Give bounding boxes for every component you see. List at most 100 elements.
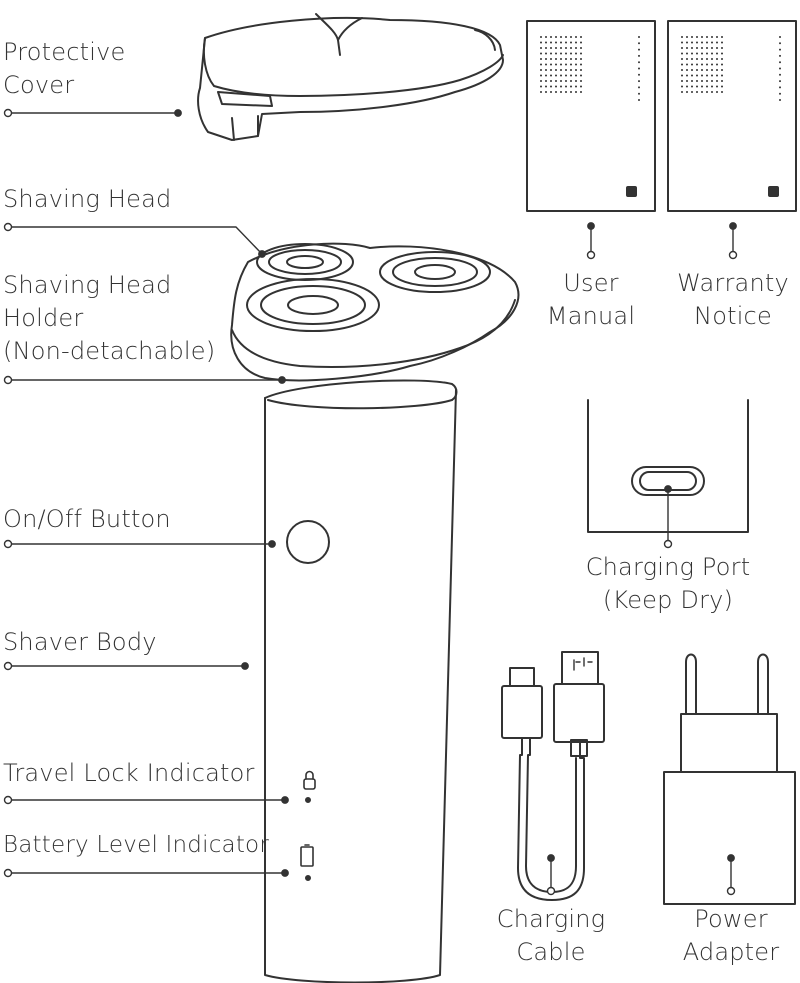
booklet-dot [570, 80, 572, 82]
label-line: Travel Lock Indicator [3, 759, 255, 787]
booklet-dot [570, 69, 572, 71]
booklet-dot [721, 85, 723, 88]
booklet-dot [540, 80, 542, 82]
booklet-dot [555, 85, 557, 88]
booklet-dot [691, 85, 693, 88]
booklet-dot [560, 58, 562, 60]
booklet-dot [701, 52, 703, 55]
booklet-dot [681, 41, 683, 44]
booklet-dot [550, 41, 552, 44]
booklet-dot [721, 58, 723, 60]
booklet-dot [779, 73, 781, 76]
booklet-dot [565, 80, 567, 82]
lock-icon [303, 770, 316, 790]
booklet-dot [570, 47, 572, 49]
booklet-dot [555, 63, 557, 66]
label-line: Manual [546, 302, 636, 330]
booklet-dot [721, 36, 723, 38]
booklet-dot [570, 58, 572, 60]
booklet-dot [540, 85, 542, 88]
booklet-dot [711, 69, 713, 71]
booklet-dot [686, 47, 688, 49]
booklet-dot [560, 69, 562, 71]
booklet-dot [716, 36, 718, 38]
booklet-dot [565, 58, 567, 60]
booklet-dot [570, 36, 572, 38]
label-line: Adapter [682, 938, 780, 966]
booklet-dot [580, 91, 582, 93]
battery-led [305, 875, 311, 881]
booklet-dot [540, 63, 542, 66]
booklet-dot [716, 91, 718, 93]
label-line: Shaving Head [3, 185, 172, 213]
booklet-dot [691, 80, 693, 82]
booklet-dot [580, 80, 582, 82]
booklet-dot [570, 85, 572, 88]
booklet-dot [681, 63, 683, 66]
booklet-dot [638, 67, 640, 70]
booklet-dot [560, 91, 562, 93]
booklet-dot [580, 58, 582, 60]
on-off-button-shape[interactable] [286, 520, 330, 564]
label-line: Power [694, 905, 768, 933]
booklet-dot [716, 85, 718, 88]
booklet-dot [550, 74, 552, 77]
label-power-adapter: Power Adapter [671, 903, 791, 969]
label-line: Shaving Head [3, 271, 172, 299]
shaving-head-holder [230, 242, 520, 382]
booklet-dot [686, 63, 688, 66]
booklet-dot [721, 47, 723, 49]
booklet-dot [638, 92, 640, 95]
booklet-dot [560, 41, 562, 44]
booklet-dot [570, 63, 572, 66]
booklet-dot [681, 36, 683, 38]
label-line: Charging [496, 905, 606, 933]
label-shaving-head: Shaving Head [3, 183, 171, 216]
label-line: (Keep Dry) [602, 586, 734, 614]
label-line: Shaver Body [3, 628, 157, 656]
booklet-dot [540, 58, 542, 60]
booklet-dot [638, 42, 640, 45]
booklet-dot [565, 52, 567, 55]
label-line: Cover [3, 71, 75, 99]
booklet-dot [545, 47, 547, 49]
booklet-dot [575, 63, 577, 66]
booklet-dot [565, 69, 567, 71]
booklet-dot [555, 69, 557, 71]
booklet-dot [575, 91, 577, 93]
booklet-dot [555, 52, 557, 55]
booklet-dot [560, 80, 562, 82]
booklet-dot [696, 91, 698, 93]
booklet-dot [638, 73, 640, 76]
booklet-dot [560, 85, 562, 88]
booklet-dot [580, 47, 582, 49]
booklet-dot [575, 74, 577, 77]
booklet-dot [575, 47, 577, 49]
booklet-dot [565, 41, 567, 44]
booklet-dot [575, 58, 577, 60]
booklet-dot [779, 92, 781, 95]
booklet-dot [779, 42, 781, 45]
label-shaver-body: Shaver Body [3, 626, 157, 659]
booklet-dot [555, 80, 557, 82]
booklet-dot [565, 47, 567, 49]
booklet-dot [550, 85, 552, 88]
booklet-dot [580, 63, 582, 66]
booklet-dot [580, 69, 582, 71]
booklet-dot [696, 74, 698, 77]
booklet-dot [706, 91, 708, 93]
booklet-dot [686, 52, 688, 55]
booklet-dot [716, 80, 718, 82]
label-line: Charging Port [585, 553, 751, 581]
charging-cable [501, 651, 605, 901]
shaving-head [246, 243, 491, 332]
booklet-dot [691, 58, 693, 60]
booklet-dot [580, 52, 582, 55]
booklet-dot [550, 80, 552, 82]
booklet-dot [681, 58, 683, 60]
booklet-dot [686, 41, 688, 44]
label-user-manual: User Manual [531, 267, 651, 333]
booklet-dot [721, 74, 723, 77]
booklet-dot [716, 69, 718, 71]
booklet-dot [638, 48, 640, 51]
